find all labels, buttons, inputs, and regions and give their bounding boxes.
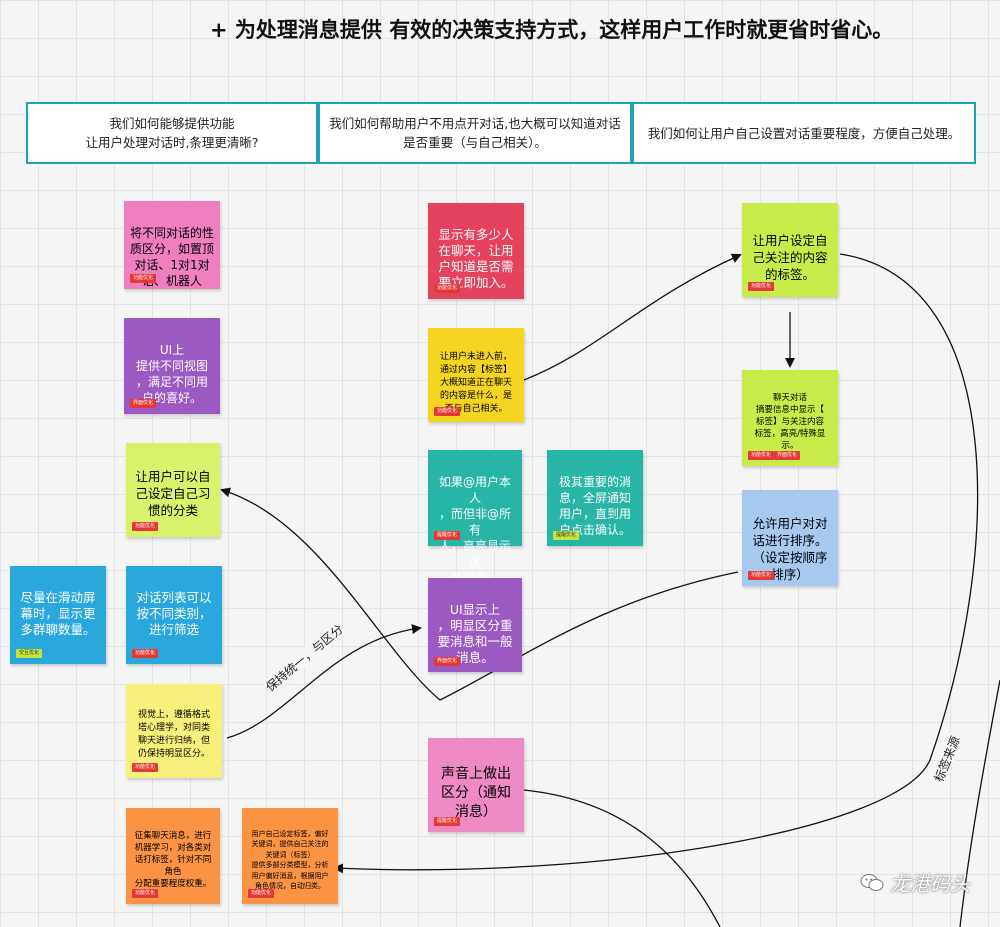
category-tag: 功能优化 bbox=[434, 407, 461, 416]
note-text: 让用户未进入前， 通过内容【标签】 大概知道正在聊天 的内容是什么，是 否与自己… bbox=[439, 352, 512, 414]
category-tag-secondary: 界面优化 bbox=[774, 451, 801, 460]
category-tag: 功能优化 bbox=[132, 522, 159, 531]
note-text: 尽量在滑动屏 幕时，显示更 多群聊数量。 bbox=[20, 590, 96, 637]
category-tag: 功能优化 bbox=[132, 763, 159, 772]
line-right-edge bbox=[959, 679, 1000, 927]
category-tag: 功能优化 bbox=[748, 451, 775, 460]
note-text: 视觉上，遵循格式 塔心理学，对同类 聊天进行归纳，但 仍保持明显区分。 bbox=[137, 710, 210, 759]
category-tag: 界面优化 bbox=[434, 657, 461, 666]
note-gestalt-grouping[interactable]: 视觉上，遵循格式 塔心理学，对同类 聊天进行归纳，但 仍保持明显区分。 功能优化 bbox=[126, 684, 222, 778]
note-sound-distinction[interactable]: 声音上做出 区分（通知 消息） 提醒优化 bbox=[428, 738, 524, 832]
category-tag: 界面优化 bbox=[130, 399, 157, 408]
note-text: UI显示上 ，明显区分重 要消息和一般 消息。 bbox=[437, 602, 513, 665]
note-text: 显示有多少人 在聊天，让用 户知道是否需 要立即加入。 bbox=[438, 227, 514, 290]
note-show-chat-count[interactable]: 显示有多少人 在聊天，让用 户知道是否需 要立即加入。 功能优化 bbox=[428, 203, 524, 299]
note-fullscreen-alert[interactable]: 极其重要的消 息，全屏通知 用户，直到用 户点击确认。 提醒优化 bbox=[547, 450, 643, 546]
note-text: 将不同对话的性 质区分，如置顶 对话、1对1对 话、机器人 bbox=[130, 226, 215, 288]
note-text: 如果@用户本人 ，而但非@所有 人，高亮显示这 条消息。 bbox=[438, 475, 511, 585]
note-content-tag-preview[interactable]: 让用户未进入前， 通过内容【标签】 大概知道正在聊天 的内容是什么，是 否与自己… bbox=[428, 328, 524, 422]
note-summary-tag-highlight[interactable]: 聊天对话 摘要信息中显示【 标签】与关注内容 标签，高亮/特殊显 示。 功能优化… bbox=[742, 370, 838, 466]
arrow-visual-to-ui-highlight[interactable] bbox=[226, 624, 422, 739]
note-multiple-views[interactable]: UI上 提供不同视图 ，满足不同用 户的喜好。 界面优化 bbox=[124, 318, 220, 414]
note-text: 用户自己设定标签，偏好 关键词，提供自己关注的 关键词（标签） 提供多部分类模型… bbox=[251, 829, 329, 891]
note-text: 允许用户对对 话进行排序。 （设定按顺序 排序） bbox=[752, 516, 828, 582]
watermark: 龙港码头 bbox=[860, 868, 970, 897]
note-ui-importance-distinction[interactable]: UI显示上 ，明显区分重 要消息和一般 消息。 界面优化 bbox=[428, 578, 522, 672]
note-text: 声音上做出 区分（通知 消息） bbox=[441, 766, 511, 820]
line-sound-down bbox=[523, 789, 721, 927]
category-tag: 交互优化 bbox=[16, 649, 43, 658]
note-highlight-at-mention[interactable]: 如果@用户本人 ，而但非@所有 人，高亮显示这 条消息。 提醒优化 bbox=[428, 450, 522, 585]
question-box-3[interactable]: 我们如何让用户自己设置对话重要程度，方便自己处理。 bbox=[632, 102, 976, 164]
arrow-sort-to-custom-category[interactable] bbox=[220, 487, 739, 701]
category-tag: 功能优化 bbox=[434, 284, 461, 293]
category-tag: 功能优化 bbox=[130, 274, 157, 283]
category-tag: 功能优化 bbox=[132, 649, 159, 658]
category-tag: 提醒优化 bbox=[553, 531, 580, 540]
note-text: UI上 提供不同视图 ，满足不同用 户的喜好。 bbox=[135, 343, 208, 405]
question-box-2[interactable]: 我们如何帮助用户不用点开对话,也大概可以知道对话 是否重要（与自己相关）。 bbox=[318, 102, 632, 164]
note-sort-conversations[interactable]: 允许用户对对 话进行排序。 （设定按顺序 排序） 功能优化 bbox=[742, 490, 838, 586]
note-text: 征集聊天消息，进行 机器学习，对各类对 话打标签，针对不同 角色 分配重要程度权… bbox=[134, 831, 212, 889]
category-tag: 功能优化 bbox=[748, 571, 775, 580]
watermark-text: 龙港码头 bbox=[890, 872, 970, 896]
category-tag: 功能优化 bbox=[248, 889, 275, 898]
note-text: 极其重要的消 息，全屏通知 用户，直到用 户点击确认。 bbox=[558, 475, 631, 537]
wechat-icon bbox=[860, 873, 884, 891]
category-tag: 提醒优化 bbox=[434, 817, 461, 826]
arrow-tag-source[interactable] bbox=[333, 253, 979, 874]
note-machine-learning-tags[interactable]: 征集聊天消息，进行 机器学习，对各类对 话打标签，针对不同 角色 分配重要程度权… bbox=[126, 808, 220, 904]
board-title: + 为处理消息提供 有效的决策支持方式，这样用户工作时就更省时省心。 bbox=[210, 18, 894, 42]
note-filter-by-category[interactable]: 对话列表可以 按不同类别， 进行筛选 功能优化 bbox=[126, 566, 222, 664]
note-text: 让用户可以自 己设定自己习 惯的分类 bbox=[135, 469, 211, 518]
note-text: 让用户设定自 己关注的内容 的标签。 bbox=[752, 233, 828, 282]
category-tag: 功能优化 bbox=[748, 282, 775, 291]
arrow-label-to-user-tags[interactable] bbox=[523, 253, 742, 381]
note-user-defined-tags[interactable]: 用户自己设定标签，偏好 关键词，提供自己关注的 关键词（标签） 提供多部分类模型… bbox=[242, 808, 338, 904]
note-conversation-types[interactable]: 将不同对话的性 质区分，如置顶 对话、1对1对 话、机器人 功能优化 bbox=[124, 201, 220, 289]
question-box-1[interactable]: 我们如何能够提供功能 让用户处理对话时,条理更清晰? bbox=[26, 102, 318, 164]
note-set-followed-tags[interactable]: 让用户设定自 己关注的内容 的标签。 功能优化 bbox=[742, 203, 838, 297]
note-more-groups-on-scroll[interactable]: 尽量在滑动屏 幕时，显示更 多群聊数量。 交互优化 bbox=[10, 566, 106, 664]
note-custom-category[interactable]: 让用户可以自 己设定自己习 惯的分类 功能优化 bbox=[126, 443, 220, 537]
note-text: 聊天对话 摘要信息中显示【 标签】与关注内容 标签，高亮/特殊显 示。 bbox=[754, 393, 826, 451]
category-tag: 提醒优化 bbox=[434, 531, 461, 540]
category-tag: 功能优化 bbox=[132, 889, 159, 898]
note-text: 对话列表可以 按不同类别， 进行筛选 bbox=[136, 590, 212, 637]
